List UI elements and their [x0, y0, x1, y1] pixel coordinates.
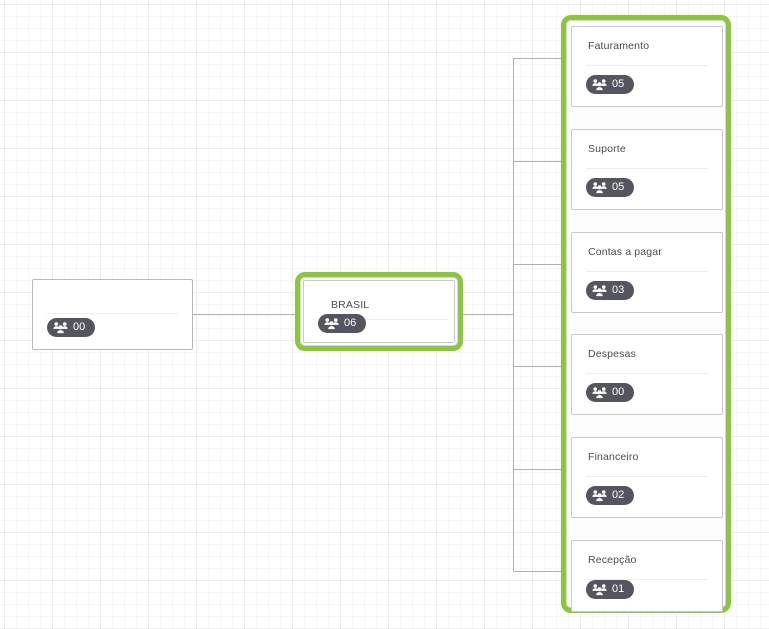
node-divider	[586, 373, 708, 374]
org-node-title: Despesas	[588, 348, 636, 360]
org-node-faturamento[interactable]: Faturamento 05	[571, 26, 723, 107]
people-group-icon	[592, 285, 607, 297]
member-count-badge[interactable]: 02	[586, 486, 635, 505]
org-node-financeiro[interactable]: Financeiro 02	[571, 437, 723, 518]
member-count-value: 00	[612, 386, 625, 398]
org-node-title: BRASIL	[331, 299, 370, 311]
node-divider	[586, 271, 708, 272]
org-node-title: Suporte	[588, 143, 626, 155]
org-node-title: Financeiro	[588, 451, 639, 463]
people-group-icon	[324, 318, 339, 330]
member-count-badge[interactable]: 00	[47, 318, 96, 337]
member-count-value: 05	[612, 78, 625, 90]
people-group-icon	[592, 182, 607, 194]
member-count-badge[interactable]: 00	[586, 383, 635, 402]
node-divider	[47, 313, 178, 314]
people-group-icon	[592, 79, 607, 91]
people-group-icon	[592, 387, 607, 399]
member-count-value: 02	[612, 489, 625, 501]
org-node-suporte[interactable]: Suporte 05	[571, 129, 723, 210]
node-divider	[586, 579, 708, 580]
member-count-value: 06	[344, 317, 357, 329]
people-group-icon	[53, 322, 68, 334]
member-count-badge[interactable]: 03	[586, 281, 635, 300]
node-divider	[586, 168, 708, 169]
org-node-contas-a-pagar[interactable]: Contas a pagar 03	[571, 232, 723, 313]
member-count-value: 00	[73, 321, 86, 333]
node-divider	[586, 476, 708, 477]
org-node-brasil[interactable]: BRASIL 06	[303, 280, 455, 343]
org-node-title: Faturamento	[588, 40, 650, 52]
member-count-badge[interactable]: 01	[586, 580, 635, 599]
member-count-badge[interactable]: 05	[586, 178, 635, 197]
org-node-root[interactable]: 00	[32, 279, 193, 350]
org-node-title: Recepção	[588, 554, 637, 566]
people-group-icon	[592, 490, 607, 502]
member-count-badge[interactable]: 06	[318, 314, 367, 333]
org-node-title: Contas a pagar	[588, 246, 662, 258]
member-count-badge[interactable]: 05	[586, 75, 635, 94]
org-node-despesas[interactable]: Despesas 00	[571, 334, 723, 415]
member-count-value: 05	[612, 181, 625, 193]
department-group-selection-frame[interactable]: Faturamento 05 Suporte	[561, 15, 731, 613]
node-divider	[322, 319, 448, 320]
org-node-brasil-selection-frame[interactable]: BRASIL 06	[295, 272, 463, 351]
org-node-recepcao[interactable]: Recepção 01	[571, 540, 723, 612]
node-divider	[586, 65, 708, 66]
member-count-value: 01	[612, 583, 625, 595]
member-count-value: 03	[612, 284, 625, 296]
people-group-icon	[592, 584, 607, 596]
